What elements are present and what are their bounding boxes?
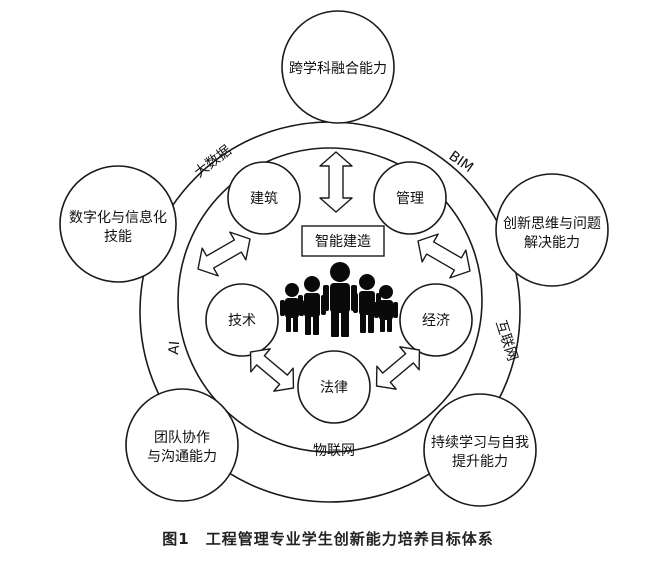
outer-node-chuangxin-line1: 创新思维与问题 (503, 216, 601, 232)
outer-node-shuzihua-line1: 数字化与信息化 (69, 209, 167, 226)
outer-node-chixu-line1: 持续学习与自我 (431, 434, 529, 451)
inner-node-jingji: 经济 (399, 283, 473, 357)
outer-node-kuaxueke: 跨学科融合能力 (281, 10, 395, 124)
inner-node-jingji-label: 经济 (422, 313, 450, 329)
outer-node-chuangxin-line2: 解决能力 (524, 235, 580, 251)
ring-label-ai: AI (166, 340, 183, 355)
double-arrow-icon (197, 231, 251, 277)
outer-node-chixu-line2: 提升能力 (452, 454, 508, 470)
outer-node-tuandui-line2: 与沟通能力 (147, 449, 217, 465)
inner-node-jianzhu: 建筑 (227, 161, 301, 235)
outer-node-shuzihua-line2: 技能 (104, 229, 132, 245)
outer-node-tuandui: 团队协作 与沟通能力 (125, 388, 239, 502)
inner-node-falv-label: 法律 (320, 380, 348, 396)
double-arrow-icon (375, 346, 421, 390)
outer-node-tuandui-line1: 团队协作 (154, 430, 210, 446)
outer-node-kuaxueke-line1: 跨学科融合能力 (289, 61, 387, 77)
ring-label-wulianwang: 物联网 (313, 443, 355, 459)
outer-node-shuzihua: 数字化与信息化 技能 (59, 165, 177, 283)
center-label: 智能建造 (315, 234, 371, 250)
inner-node-jishu: 技术 (205, 283, 279, 357)
inner-node-jianzhu-label: 建筑 (250, 191, 278, 207)
center-box: 智能建造 (301, 225, 385, 257)
outer-node-chuangxin: 创新思维与问题 解决能力 (495, 173, 609, 287)
inner-node-guanli: 管理 (373, 161, 447, 235)
inner-node-guanli-label: 管理 (396, 191, 424, 207)
outer-node-chixu: 持续学习与自我 提升能力 (423, 393, 537, 507)
inner-node-falv: 法律 (297, 350, 371, 424)
double-arrow-icon (417, 233, 471, 279)
inner-node-jishu-label: 技术 (228, 313, 256, 329)
people-group-icon (280, 262, 398, 337)
figure-caption: 图1 工程管理专业学生创新能力培养目标体系 (162, 530, 494, 548)
double-arrow-icon (319, 151, 353, 213)
double-arrow-icon (249, 348, 295, 392)
